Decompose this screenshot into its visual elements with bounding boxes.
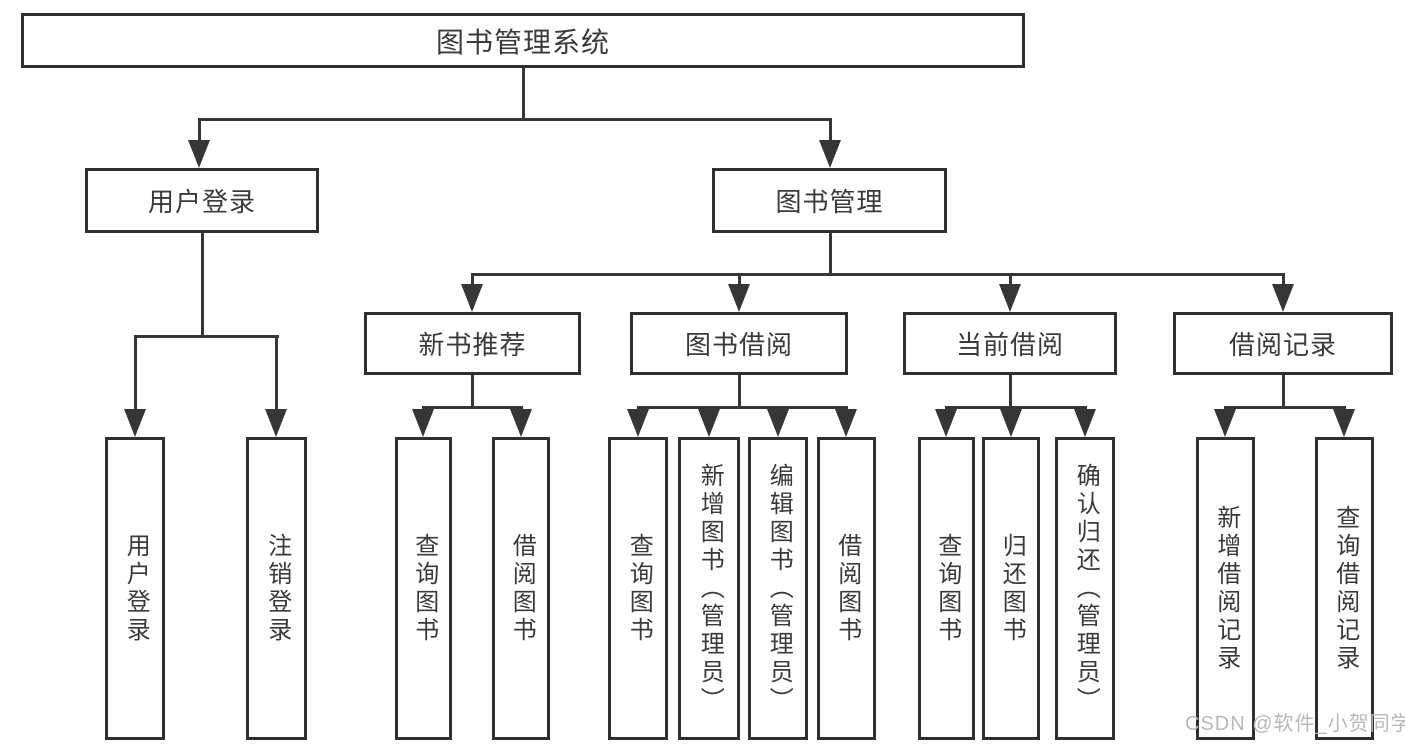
arrowhead-down-icon: [698, 409, 720, 437]
node-user-login: 用户登录: [85, 168, 319, 233]
leaf-label: 借阅图书: [833, 532, 861, 645]
connector-line: [636, 406, 848, 409]
arrowhead-down-icon: [1214, 409, 1236, 437]
connector-line: [521, 68, 525, 118]
connector-line: [944, 406, 1087, 409]
arrowhead-down-icon: [767, 409, 789, 437]
leaf-label: 确认归还（管理员）: [1072, 462, 1100, 715]
arrowhead-down-icon: [265, 409, 287, 437]
leaf-confirm-return-admin: 确认归还（管理员）: [1055, 437, 1115, 740]
arrowhead-down-icon: [819, 140, 841, 168]
arrow-shaft: [737, 273, 741, 294]
arrowhead-down-icon: [412, 409, 434, 437]
leaf-label: 归还图书: [998, 532, 1026, 645]
arrow-shaft: [133, 335, 137, 419]
node-book-management: 图书管理: [712, 168, 947, 233]
connector-line: [1223, 406, 1346, 409]
connector-line: [200, 233, 204, 335]
arrow-shaft: [470, 273, 474, 294]
leaf-query-books-current: 查询图书: [918, 437, 975, 740]
arrow-shaft: [1281, 273, 1285, 294]
arrowhead-down-icon: [999, 284, 1021, 312]
leaf-add-borrow-record: 新增借阅记录: [1196, 437, 1255, 740]
arrowhead-down-icon: [461, 284, 483, 312]
node-label: 新书推荐: [418, 330, 527, 360]
connector-line: [197, 118, 832, 121]
leaf-add-book-admin: 新增图书（管理员）: [678, 437, 740, 740]
arrowhead-down-icon: [728, 284, 750, 312]
arrowhead-down-icon: [510, 409, 532, 437]
leaf-logout: 注销登录: [246, 437, 307, 740]
arrowhead-down-icon: [124, 409, 146, 437]
node-label: 用户登录: [147, 187, 256, 217]
leaf-label: 编辑图书（管理员）: [765, 462, 793, 715]
arrow-shaft: [274, 335, 278, 419]
node-label: 图书管理: [775, 187, 884, 217]
node-book-borrowing: 图书借阅: [630, 312, 848, 375]
arrow-shaft: [1008, 273, 1012, 294]
leaf-label: 借阅图书: [508, 532, 536, 645]
leaf-query-books-borrow: 查询图书: [608, 437, 668, 740]
node-new-book-recommendation: 新书推荐: [364, 312, 581, 375]
leaf-label: 新增图书（管理员）: [696, 462, 724, 715]
leaf-user-login: 用户登录: [105, 437, 165, 740]
leaf-edit-book-admin: 编辑图书（管理员）: [748, 437, 808, 740]
arrowhead-down-icon: [835, 409, 857, 437]
arrowhead-down-icon: [1000, 409, 1022, 437]
connector-line: [470, 375, 474, 406]
node-label: 借阅记录: [1228, 330, 1337, 360]
arrowhead-down-icon: [1074, 409, 1096, 437]
arrowhead-down-icon: [188, 140, 210, 168]
connector-line: [828, 233, 832, 273]
node-label: 图书借阅: [684, 330, 793, 360]
leaf-label: 查询图书: [933, 532, 961, 645]
leaf-label: 查询借阅记录: [1331, 504, 1359, 673]
arrowhead-down-icon: [1272, 284, 1294, 312]
node-library-management-system: 图书管理系统: [21, 13, 1025, 68]
arrowhead-down-icon: [627, 409, 649, 437]
node-label: 当前借阅: [955, 330, 1064, 360]
leaf-label: 注销登录: [263, 532, 291, 645]
leaf-return-book: 归还图书: [982, 437, 1040, 740]
node-borrowing-records: 借阅记录: [1173, 312, 1393, 375]
node-label: 图书管理系统: [435, 26, 610, 58]
arrow-shaft: [828, 118, 832, 150]
connector-line: [421, 406, 523, 409]
node-current-borrowing: 当前借阅: [903, 312, 1117, 375]
connector-line: [737, 375, 741, 406]
leaf-borrow-books: 借阅图书: [817, 437, 876, 740]
csdn-watermark: CSDN @软件_小贺同学: [1185, 713, 1405, 735]
leaf-label: 查询图书: [625, 532, 653, 645]
arrowhead-down-icon: [935, 409, 957, 437]
leaf-query-borrow-record: 查询借阅记录: [1315, 437, 1374, 740]
leaf-query-books-recommend: 查询图书: [395, 437, 452, 740]
leaf-label: 新增借阅记录: [1212, 504, 1240, 673]
arrow-shaft: [197, 118, 201, 150]
connector-line: [133, 335, 279, 338]
connector-line: [470, 273, 1285, 276]
connector-line: [1008, 375, 1012, 406]
leaf-label: 查询图书: [410, 532, 438, 645]
connector-line: [1281, 375, 1285, 406]
leaf-label: 用户登录: [122, 532, 150, 645]
leaf-borrow-books-recommend: 借阅图书: [492, 437, 550, 740]
arrowhead-down-icon: [1333, 409, 1355, 437]
